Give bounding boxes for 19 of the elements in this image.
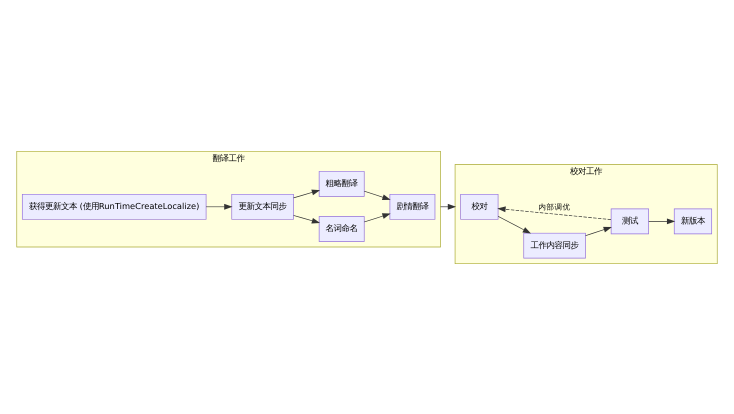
- node-box: 粗略翻译: [318, 170, 365, 196]
- arrow: [585, 226, 612, 236]
- node-box: 名词命名: [318, 216, 365, 242]
- arrow: [498, 215, 532, 234]
- arrow: [440, 203, 456, 210]
- arrow: [648, 218, 676, 224]
- node-box: 校对: [460, 193, 498, 220]
- arrow: [206, 203, 233, 210]
- arrow: [364, 212, 391, 222]
- node-box: 测试: [610, 208, 649, 234]
- arrow: [293, 189, 320, 198]
- node-box: 工作内容同步: [523, 232, 586, 258]
- arrow: [293, 214, 320, 224]
- arrow: [497, 206, 612, 220]
- node-box: 更新文本同步: [231, 193, 294, 220]
- arrow: [364, 190, 391, 200]
- node-box: 新版本: [674, 208, 712, 234]
- node-box: 获得更新文本 (使用RunTimeCreateLocalize): [22, 193, 206, 220]
- node-box: 剧情翻译: [390, 193, 436, 220]
